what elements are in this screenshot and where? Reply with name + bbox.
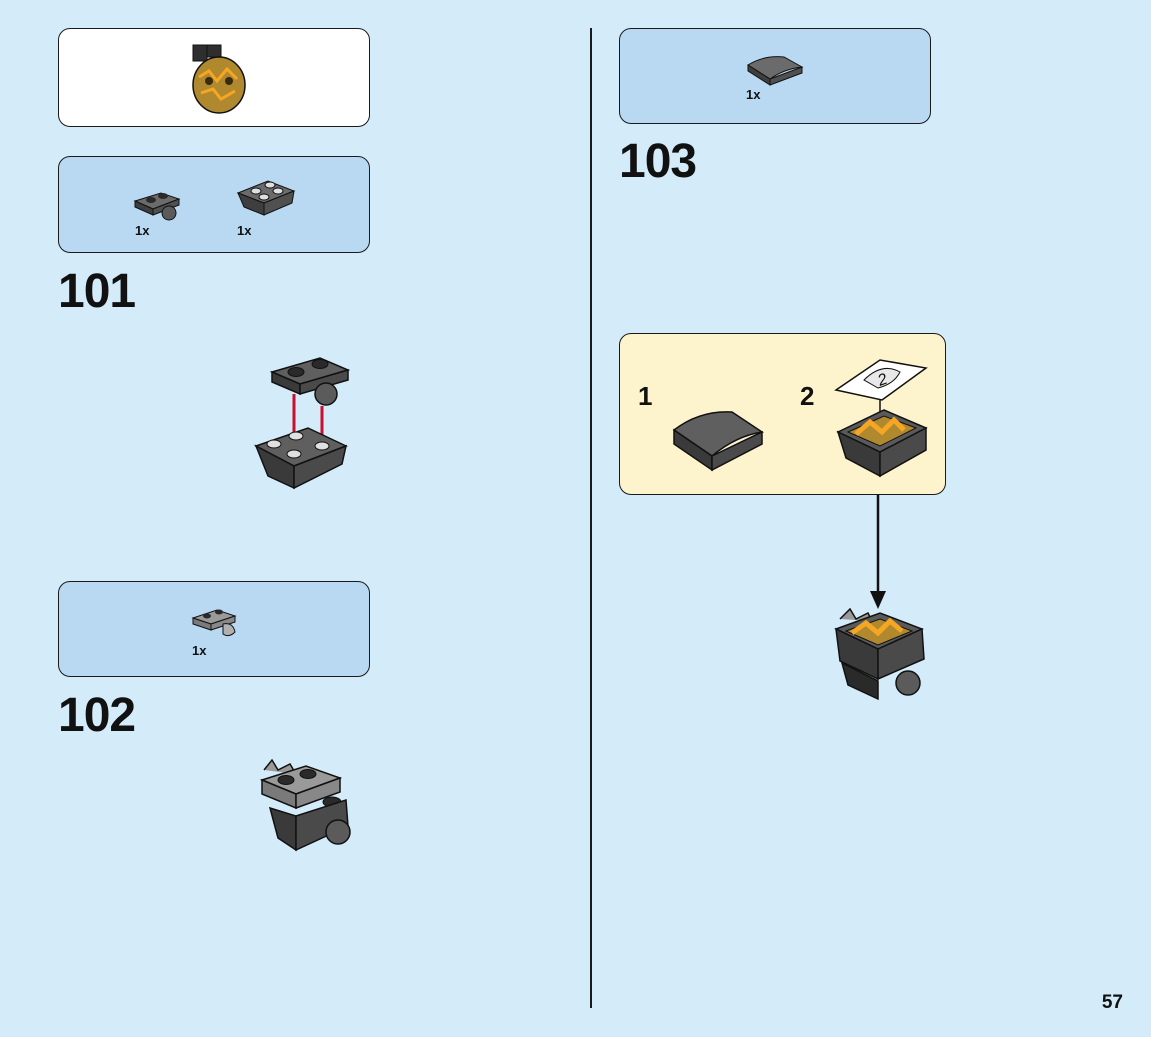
lava-head-icon [192, 44, 246, 114]
page-number: 57 [1101, 992, 1123, 1013]
part-qty: 1x [192, 643, 207, 658]
sub-assembly-preview [58, 28, 370, 127]
lava-slope-icon [836, 409, 928, 478]
assembly-arrow-icon [870, 495, 886, 609]
plate-with-ball-icon [133, 192, 181, 221]
step-103-assembly-icon [834, 607, 925, 701]
part-qty: 1x [135, 223, 150, 238]
step-102-assembly-icon [259, 758, 351, 852]
curved-slope-icon [747, 56, 804, 86]
parts-list-step-102: 1x [58, 581, 370, 677]
curved-slope-icon [672, 411, 765, 472]
sticker-icon: 2 [834, 359, 928, 414]
step-number-102: 102 [58, 689, 136, 742]
part-qty: 1x [746, 87, 761, 102]
clip-plate-icon [191, 609, 237, 637]
substep-number-2: 2 [800, 381, 815, 411]
parts-list-step-103: 1x [619, 28, 931, 124]
substep-number-1: 1 [638, 381, 653, 411]
step-number-101: 101 [58, 265, 136, 318]
step-number-103: 103 [619, 135, 697, 188]
step-101-assembly-icon [254, 357, 351, 490]
parts-list-step-101: 1x 1x [58, 156, 370, 253]
column-divider [590, 28, 592, 1008]
part-qty: 1x [237, 223, 252, 238]
inverted-slope-plate-icon [236, 180, 296, 216]
substep-box: 1 2 2 [619, 333, 946, 495]
